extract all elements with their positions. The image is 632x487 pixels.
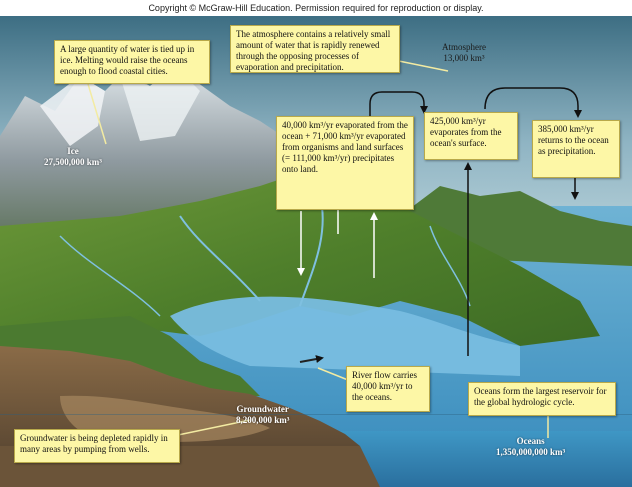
hydrologic-cycle-diagram: Atmosphere 13,000 km³ Ice 27,500,000 km³… [0,16,632,487]
atmosphere-to-ocean-arrow [484,87,582,118]
ocean-evaporation-note: 425,000 km³/yr evaporates from the ocean… [424,112,518,160]
oceans-label: Oceans 1,350,000,000 km³ [496,436,566,457]
river-pointer [317,367,349,381]
land-surface [0,166,600,356]
atmosphere-note: The atmosphere contains a relatively sma… [230,25,400,73]
ocean-precipitation-note: 385,000 km³/yr returns to the ocean as p… [532,120,620,178]
ice-pointer [87,83,107,145]
river-flow-note: River flow carries 40,000 km³/yr to the … [346,366,430,412]
atmosphere-to-land-arrow [369,91,428,116]
ice-label: Ice 27,500,000 km³ [44,146,102,167]
groundwater-pointer [177,419,251,436]
atmosphere-label: Atmosphere 13,000 km³ [442,42,486,63]
ocean-reservoir-note: Oceans form the largest reservoir for th… [468,382,616,416]
land-precipitation-note: 40,000 km³/yr evaporated from the ocean … [276,116,414,210]
landscape-illustration [0,16,632,487]
groundwater-note: Groundwater is being depleted rapidly in… [14,429,180,463]
groundwater-label: Groundwater 8,200,000 km³ [236,404,290,425]
ice-note: A large quantity of water is tied up in … [54,40,210,84]
bay [170,296,520,376]
river-flow-arrow [299,355,324,364]
copyright-notice: Copyright © McGraw-Hill Education. Permi… [0,0,632,16]
